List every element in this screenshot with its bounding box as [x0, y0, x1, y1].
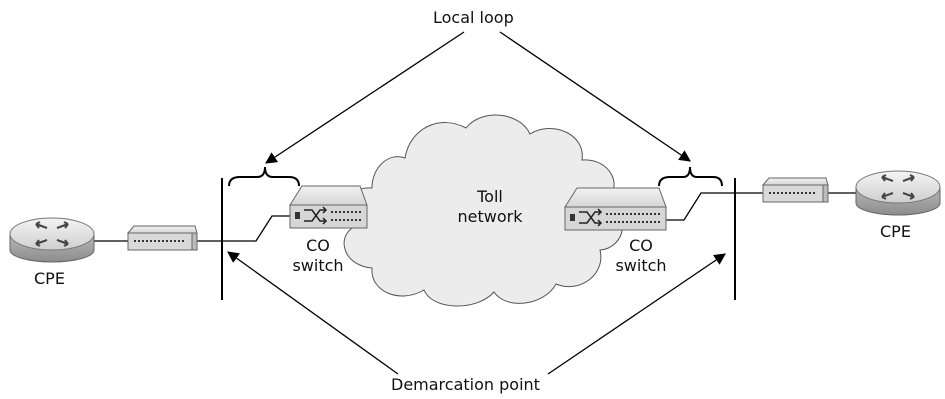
local-loop-brace-left: [228, 166, 300, 187]
router-icon-left: [9, 217, 95, 263]
link-modem-left-to-co-switch: [197, 215, 290, 242]
cpe-label-left: CPE: [34, 269, 65, 288]
demarcation-arrow-right: [547, 253, 726, 375]
co-switch-label-left-line1: CO: [306, 236, 330, 255]
co-switch-label-right-line2: switch: [615, 256, 667, 275]
toll-network-label-line2: network: [457, 207, 523, 226]
local-loop-arrow-left: [265, 31, 465, 164]
toll-network-label-line1: Toll: [477, 187, 503, 206]
co-switch-icon-right: [564, 187, 667, 231]
router-icon-right: [855, 170, 941, 216]
local-loop-label: Local loop: [433, 8, 514, 27]
demarcation-point-label: Demarcation point: [391, 375, 540, 394]
csu-dsu-icon-right: [761, 177, 829, 203]
co-switch-label-right: CO switch: [606, 236, 676, 276]
local-loop-arrow-right: [499, 31, 691, 162]
co-switch-label-right-line1: CO: [629, 236, 653, 255]
co-switch-icon-left: [289, 185, 368, 229]
co-switch-label-left: CO switch: [283, 236, 353, 276]
toll-network-cloud: [343, 114, 624, 307]
demarcation-arrow-left: [227, 251, 399, 375]
toll-network-label: Toll network: [440, 187, 540, 227]
cpe-label-right: CPE: [880, 222, 911, 241]
co-switch-label-left-line2: switch: [292, 256, 344, 275]
link-co-switch-right-to-modem: [666, 192, 763, 221]
local-loop-brace-right: [658, 166, 723, 187]
csu-dsu-icon-left: [126, 225, 198, 251]
cloud-icon: [343, 114, 624, 307]
